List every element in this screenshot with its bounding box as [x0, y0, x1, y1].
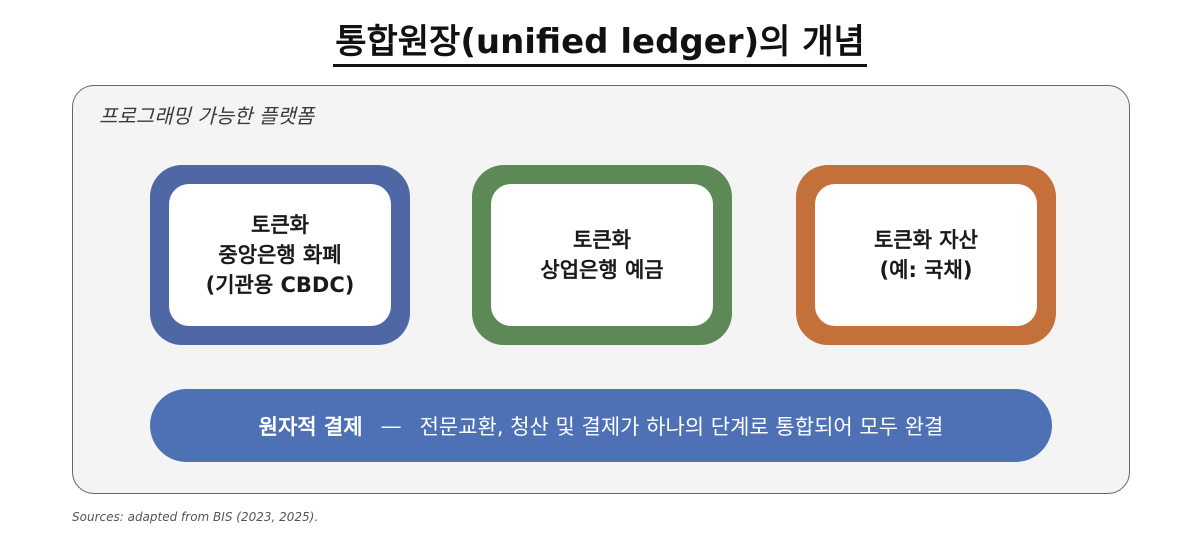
settlement-dash: —	[380, 413, 402, 438]
page-title-text: 통합원장(unified ledger)의 개념	[333, 20, 867, 67]
card-line: (기관용 CBDC)	[205, 273, 355, 297]
card-line: 중앙은행 화폐	[218, 243, 342, 267]
page-title: 통합원장(unified ledger)의 개념	[0, 16, 1200, 68]
card-line: 토큰화	[251, 213, 309, 237]
card-text: 토큰화 상업은행 예금	[540, 225, 663, 285]
atomic-settlement-bar: 원자적 결제 — 전문교환, 청산 및 결제가 하나의 단계로 통합되어 모두 …	[150, 389, 1052, 462]
settlement-description: 전문교환, 청산 및 결제가 하나의 단계로 통합되어 모두 완결	[419, 414, 944, 439]
card-tokenised-commercial-bank-deposits: 토큰화 상업은행 예금	[472, 165, 732, 345]
source-note: Sources: adapted from BIS (2023, 2025).	[72, 510, 319, 524]
card-tokenised-central-bank-money: 토큰화 중앙은행 화폐 (기관용 CBDC)	[150, 165, 410, 345]
card-line: (예: 국채)	[879, 258, 973, 282]
card-inner: 토큰화 상업은행 예금	[491, 184, 713, 326]
settlement-title: 원자적 결제	[258, 414, 363, 439]
card-line: 상업은행 예금	[540, 258, 664, 282]
card-inner: 토큰화 자산 (예: 국채)	[815, 184, 1037, 326]
platform-label: 프로그래밍 가능한 플랫폼	[99, 104, 315, 128]
card-line: 토큰화 자산	[874, 228, 978, 252]
card-tokenised-assets: 토큰화 자산 (예: 국채)	[796, 165, 1056, 345]
card-text: 토큰화 자산 (예: 국채)	[874, 225, 978, 285]
card-inner: 토큰화 중앙은행 화폐 (기관용 CBDC)	[169, 184, 391, 326]
card-line: 토큰화	[573, 228, 631, 252]
card-text: 토큰화 중앙은행 화폐 (기관용 CBDC)	[206, 210, 355, 300]
